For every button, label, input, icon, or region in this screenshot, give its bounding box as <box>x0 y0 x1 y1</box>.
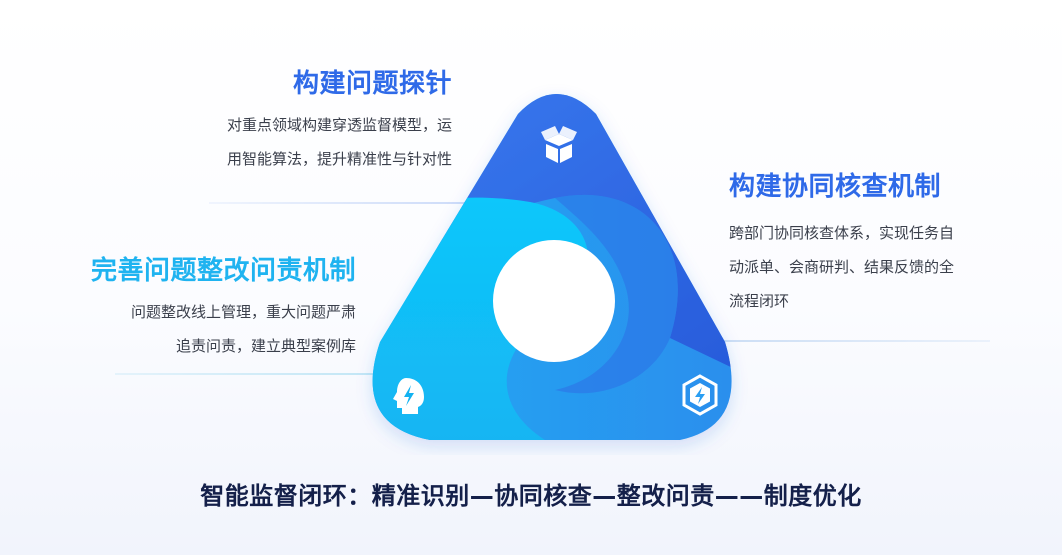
head-lightning-icon <box>393 378 424 414</box>
rectification-title: 完善问题整改问责机制 <box>90 256 356 286</box>
verification-description-line: 流程闭环 <box>729 292 790 310</box>
verification-description-line: 跨部门协同核查体系，实现任务自 <box>729 224 955 242</box>
rectification-description: 问题整改线上管理，重大问题严肃 追责问责，建立典型案例库 <box>0 295 356 363</box>
verification-title: 构建协同核查机制 <box>729 172 942 202</box>
verification-description-line: 动派单、会商研判、结果反馈的全 <box>729 258 955 276</box>
rectification-description-line: 问题整改线上管理，重大问题严肃 <box>130 303 356 321</box>
verification-description: 跨部门协同核查体系，实现任务自 动派单、会商研判、结果反馈的全 流程闭环 <box>729 216 954 318</box>
rectification-description-line: 追责问责，建立典型案例库 <box>175 337 356 355</box>
probe-description: 对重点领域构建穿透监督模型，运 用智能算法，提升精准性与针对性 <box>0 108 452 176</box>
probe-description-line: 对重点领域构建穿透监督模型，运 <box>226 116 452 134</box>
swirl-shade <box>555 194 678 394</box>
center-circle <box>493 240 615 362</box>
probe-description-line: 用智能算法，提升精准性与针对性 <box>226 150 452 168</box>
probe-title: 构建问题探针 <box>292 69 452 99</box>
cycle-diagram <box>372 94 732 440</box>
rectification-divider <box>115 373 395 375</box>
hexagon-lightning-icon <box>682 374 718 416</box>
verification-divider <box>700 340 990 342</box>
probe-divider <box>209 202 499 204</box>
summary-text: 智能监督闭环：精准识别—协同核查—整改问责——制度优化 <box>200 482 862 510</box>
open-box-icon <box>541 126 577 163</box>
